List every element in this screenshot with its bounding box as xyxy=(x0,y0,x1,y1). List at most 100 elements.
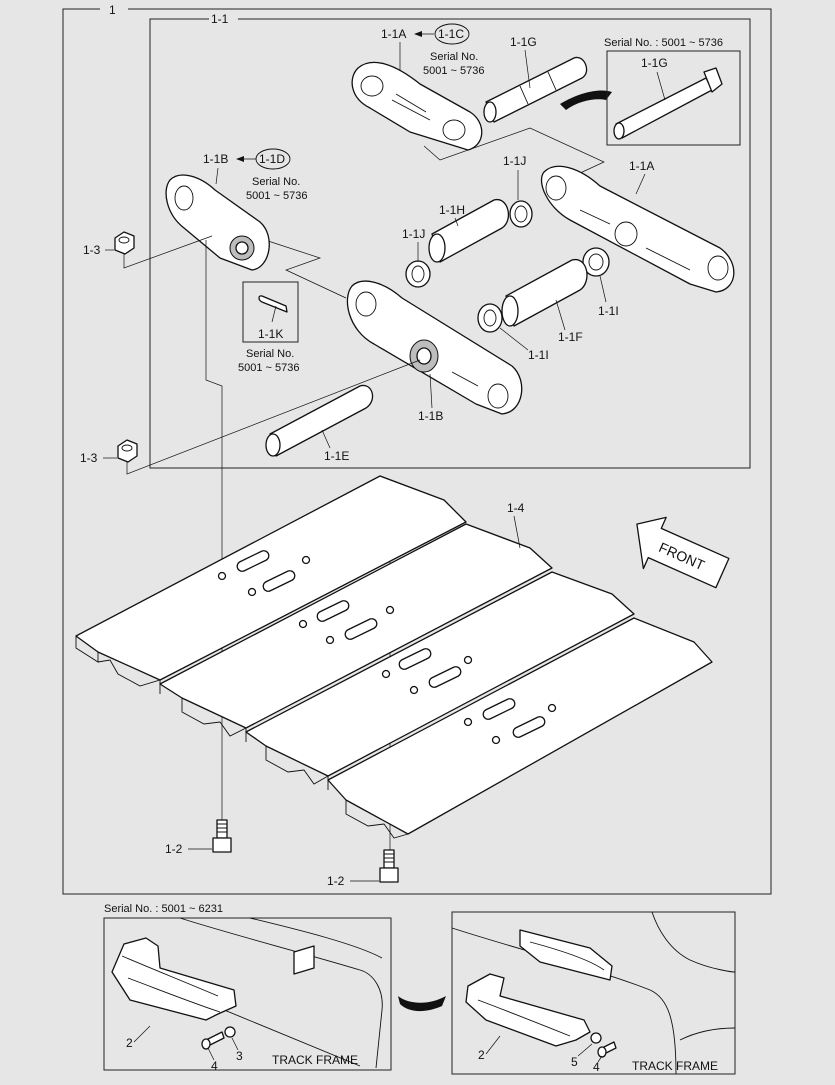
lead-1-1B-mid xyxy=(429,373,433,409)
track-shoes-1-4 xyxy=(75,475,713,839)
bolt-1-2-right xyxy=(379,849,399,883)
serial-k-line2: 5001 ~ 5736 xyxy=(238,362,299,374)
pin-1-1E xyxy=(265,384,374,457)
label-2-left: 2 xyxy=(126,1036,133,1050)
lead-1-1I-left xyxy=(499,327,529,351)
seal-1-1J-upper xyxy=(509,200,533,228)
lead-1-1H xyxy=(454,217,459,227)
lead-1-1G xyxy=(524,49,531,89)
lead-1-1I-right xyxy=(599,275,607,303)
seal-1-1I-right xyxy=(582,247,610,277)
track-frame-right-drawing xyxy=(451,911,736,1075)
pin-1-1K xyxy=(258,295,288,313)
bolt-1-2-left xyxy=(212,819,232,853)
connect-lines-left xyxy=(264,239,347,299)
arrow-head xyxy=(236,156,244,162)
lead-1-1K xyxy=(271,305,277,323)
label-1-1J-upper: 1-1J xyxy=(503,154,526,168)
label-1-1B-mid: 1-1B xyxy=(418,409,443,423)
lead-1-1E xyxy=(321,429,331,449)
panel-right xyxy=(451,911,736,1075)
washer-left xyxy=(224,1026,236,1038)
label-1-1I-right: 1-1I xyxy=(598,304,619,318)
serial-d-line2: 5001 ~ 5736 xyxy=(246,190,307,202)
label-1-1: 1-1 xyxy=(211,12,229,26)
label-1-4: 1-4 xyxy=(507,501,525,515)
inset-pointer xyxy=(560,90,612,110)
label-4-left: 4 xyxy=(211,1059,218,1073)
subassembly-frame xyxy=(149,18,751,469)
step-handle-left xyxy=(111,937,237,1021)
circle-1-1C xyxy=(434,23,470,45)
nut-1-3-lower xyxy=(117,439,138,463)
pin-1-1G-top xyxy=(483,56,588,123)
label-1-1C: 1-1C xyxy=(438,27,464,41)
circle-1-1D xyxy=(255,148,291,170)
label-1-1F: 1-1F xyxy=(558,330,583,344)
nut-1-3-upper xyxy=(114,231,135,255)
serial-bottom: Serial No. : 5001 ~ 6231 xyxy=(104,903,223,915)
label-3-left: 3 xyxy=(236,1049,243,1063)
lead-1-1G-inset xyxy=(656,71,666,101)
label-1-1J-lower: 1-1J xyxy=(402,227,425,241)
label-5-right: 5 xyxy=(571,1055,578,1069)
lead-1-3-lower-to-link xyxy=(126,359,421,475)
lead-1-1B-top xyxy=(215,167,219,185)
seal-1-1I-left xyxy=(477,303,503,333)
lead-2-left xyxy=(133,1025,151,1043)
lead-1-4 xyxy=(513,515,521,549)
screw-left xyxy=(201,1031,225,1050)
lead-3-left xyxy=(231,1037,239,1051)
pin-1-1G-inset xyxy=(613,67,723,140)
track-frame-left-drawing xyxy=(179,917,383,1069)
panel-pointer xyxy=(398,996,446,1012)
lead-1-1F xyxy=(555,299,566,331)
serial-c-line2: 5001 ~ 5736 xyxy=(423,65,484,77)
lead-2-right xyxy=(485,1035,501,1055)
label-1: 1 xyxy=(109,3,116,17)
link-1-1B-upper xyxy=(165,174,270,271)
bushing-1-1H xyxy=(428,199,510,263)
panel-left xyxy=(103,917,392,1071)
label-1-3-lower: 1-3 xyxy=(80,451,98,465)
main-frame xyxy=(62,8,772,895)
label-1-1G-top: 1-1G xyxy=(510,35,537,49)
inset-1-1K-box xyxy=(242,281,299,343)
link-1-1A-right xyxy=(540,165,735,293)
label-1-1I-left: 1-1I xyxy=(528,348,549,362)
label-1-1E: 1-1E xyxy=(324,449,349,463)
serial-k-line1: Serial No. xyxy=(246,348,294,360)
label-1-1G-inset: 1-1G xyxy=(641,56,668,70)
label-track-frame-left: TRACK FRAME xyxy=(272,1053,358,1067)
screw-right xyxy=(597,1041,617,1058)
serial-c-line1: Serial No. xyxy=(430,51,478,63)
label-4-right: 4 xyxy=(593,1060,600,1074)
bolt-line-left xyxy=(205,240,223,820)
label-2-right: 2 xyxy=(478,1048,485,1062)
step-handle-right xyxy=(465,973,591,1047)
serial-d-line1: Serial No. xyxy=(252,176,300,188)
link-1-1A-top xyxy=(351,61,483,151)
front-arrow: FRONT xyxy=(636,516,730,589)
label-1-3-upper: 1-3 xyxy=(83,243,101,257)
serial-inset-1G: Serial No. : 5001 ~ 5736 xyxy=(604,37,723,49)
lead-4-right xyxy=(597,1055,603,1063)
label-1-1K: 1-1K xyxy=(258,327,283,341)
connect-lines-top xyxy=(423,127,605,175)
seal-1-1J-lower xyxy=(405,260,431,288)
label-1-1A-right: 1-1A xyxy=(629,159,654,173)
link-1-1B-mid xyxy=(346,280,523,415)
bushing-1-1F xyxy=(501,259,588,327)
label-track-frame-right: TRACK FRAME xyxy=(632,1059,718,1073)
arrow-head xyxy=(414,31,422,37)
lead-4-left xyxy=(207,1047,215,1061)
label-1-2-left: 1-2 xyxy=(165,842,183,856)
lead-5-right xyxy=(577,1043,593,1057)
label-1-1A-top: 1-1A xyxy=(381,27,406,41)
label-1-1H: 1-1H xyxy=(439,203,465,217)
lead-1-1A-right xyxy=(635,173,646,195)
label-1-1B-top: 1-1B xyxy=(203,152,228,166)
label-1-1D: 1-1D xyxy=(259,152,285,166)
